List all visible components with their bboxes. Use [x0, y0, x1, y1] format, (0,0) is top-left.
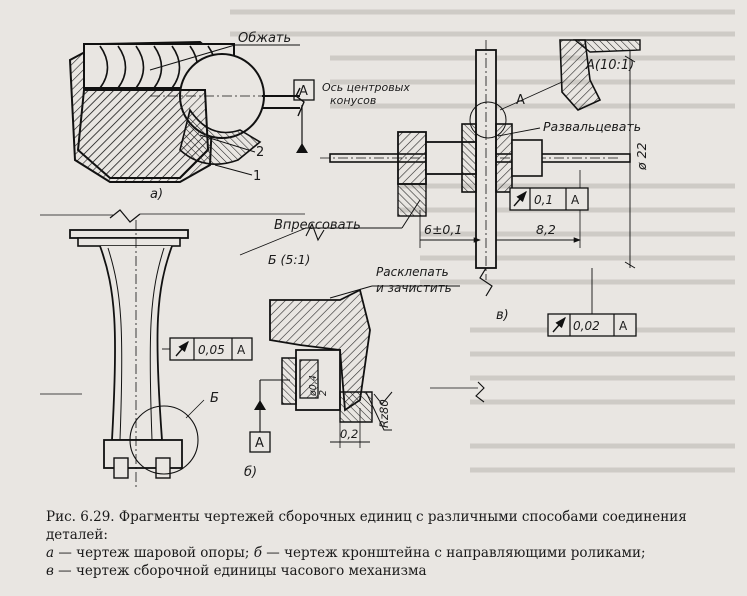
tol-0-05-value: 0,05: [198, 343, 225, 357]
label-razvaltsevat: Развальцевать: [543, 119, 641, 134]
datum-a-label: A: [299, 84, 308, 99]
view-a-ball-joint: [40, 40, 315, 223]
caption-items-line2: в — чертеж сборочной единицы часового ме…: [46, 562, 716, 580]
view-b-label: б): [244, 465, 257, 480]
caption-items-line1: а — чертеж шаровой опоры; б — чертеж кро…: [46, 544, 716, 562]
caption-letter-a: а: [46, 545, 55, 561]
label-b: Б: [210, 391, 219, 406]
caption-title: Рис. 6.29. Фрагменты чертежей сборочных …: [46, 509, 687, 543]
tol-0-05-datum: A: [237, 343, 246, 357]
label-rasklepat-2: и зачистить: [376, 281, 452, 295]
dim-6: 6±0,1: [424, 222, 462, 237]
dim-22: ø 22: [634, 142, 649, 171]
view-v-clock-assembly: [239, 39, 641, 337]
tol-0-02-value: 0,02: [573, 319, 600, 333]
rz80-label: Rz80: [377, 399, 391, 428]
view-v-label: в): [496, 308, 509, 323]
tol-0-02-datum: A: [619, 319, 628, 333]
caption-letter-b: б: [253, 545, 262, 561]
figure-caption: Рис. 6.29. Фрагменты чертежей сборочных …: [46, 508, 716, 580]
view-b-bracket: [40, 220, 485, 490]
label-vpressovat: Впрессовать: [274, 218, 361, 233]
detail-b-label: Б (5:1): [268, 252, 310, 267]
part-1-label: 1: [253, 169, 261, 184]
dim-8-2: 8,2: [536, 222, 556, 237]
label-rasklepat-1: Расклепать: [376, 265, 449, 279]
detail-a-label: A(10:1): [585, 58, 634, 73]
caption-letter-v: в: [46, 563, 54, 579]
detail-a-marker: A: [516, 93, 525, 108]
tol-0-1-value: 0,1: [534, 193, 553, 207]
label-axis-centers-1: Ось центровых: [322, 81, 410, 94]
bleed-through-lines: [230, 9, 735, 473]
datum-b-label: A: [255, 436, 264, 451]
dim-0-4: ø0,4: [308, 375, 319, 397]
dim-2: 2: [318, 390, 329, 396]
caption-text-b: — чертеж кронштейна с направляющими роли…: [262, 545, 646, 561]
dim-0-2: 0,2: [340, 427, 358, 441]
caption-text-v: — чертеж сборочной единицы часового меха…: [53, 563, 427, 579]
label-axis-centers-2: конусов: [330, 94, 376, 107]
label-obzhat: Обжать: [238, 31, 291, 46]
view-a-label: а): [150, 187, 163, 202]
part-2-label: 2: [256, 145, 264, 160]
caption-text-a: — чертеж шаровой опоры;: [54, 545, 254, 561]
tol-0-1-datum: A: [571, 193, 580, 207]
